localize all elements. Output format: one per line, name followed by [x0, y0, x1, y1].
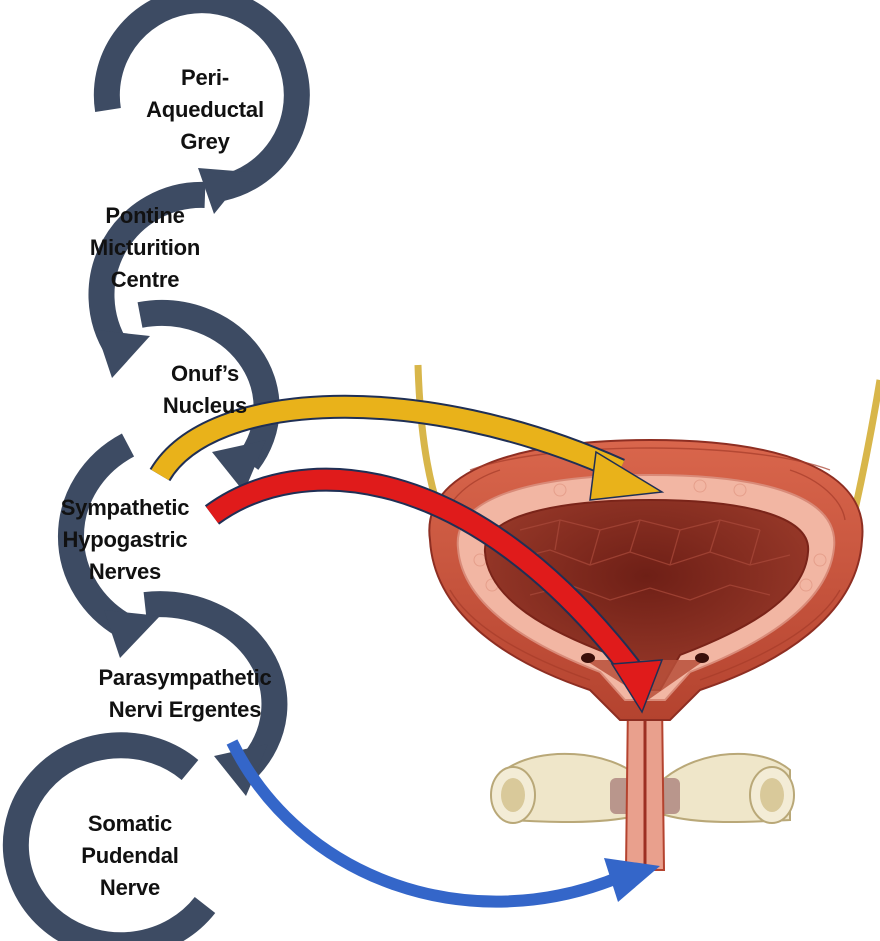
urinary-bladder-cross-section-icon	[418, 365, 880, 870]
node-parasympathetic-nervi-ergentes: Parasympathetic Nervi Ergentes	[70, 662, 300, 726]
node-onufs-nucleus: Onuf’s Nucleus	[130, 358, 280, 422]
right-ureteric-orifice	[695, 653, 709, 663]
arrowhead-sympathetic-to-parasympathetic	[104, 610, 160, 658]
node-somatic-pudendal-nerve: Somatic Pudendal Nerve	[55, 808, 205, 904]
left-ureteric-orifice	[581, 653, 595, 663]
node-pontine-micturition-centre: Pontine Micturition Centre	[60, 200, 230, 296]
node-sympathetic-hypogastric-nerves: Sympathetic Hypogastric Nerves	[40, 492, 210, 588]
node-peri-aqueductal-grey: Peri- Aqueductal Grey	[110, 62, 300, 158]
